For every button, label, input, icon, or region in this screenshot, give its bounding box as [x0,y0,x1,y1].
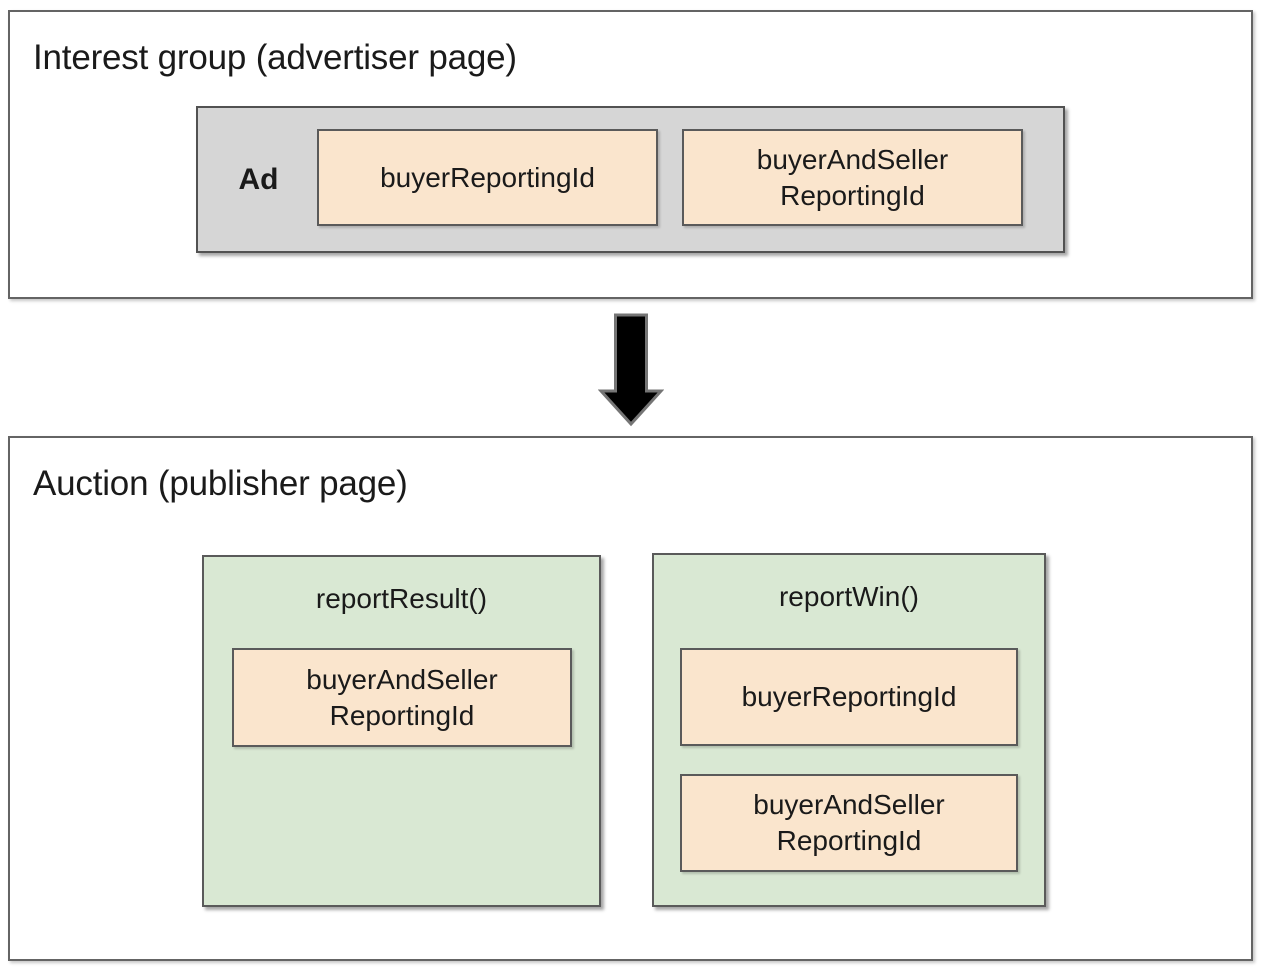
interest-group-title: Interest group (advertiser page) [33,38,517,77]
down-arrow-icon [598,313,664,427]
ad-box: Ad buyerReportingId buyerAndSeller Repor… [196,106,1065,253]
ig-chip-buyer-reporting-id: buyerReportingId [317,129,658,226]
interest-group-box: Interest group (advertiser page) Ad buye… [8,10,1253,299]
rw-chip-buyer-reporting-id: buyerReportingId [680,648,1018,746]
ad-label: Ad [238,162,279,196]
report-result-box: reportResult() buyerAndSeller ReportingI… [202,555,601,907]
auction-title: Auction (publisher page) [33,464,408,503]
report-win-title: reportWin() [778,581,919,612]
report-result-title: reportResult() [315,583,488,614]
rw-chip-buyer-and-seller-reporting-id: buyerAndSeller ReportingId [680,774,1018,872]
report-win-box: reportWin() buyerReportingId buyerAndSel… [652,553,1046,907]
auction-box: Auction (publisher page) reportResult() … [8,436,1253,961]
rr-chip-buyer-and-seller-reporting-id: buyerAndSeller ReportingId [232,648,572,747]
ig-chip-buyer-and-seller-reporting-id: buyerAndSeller ReportingId [682,129,1023,226]
